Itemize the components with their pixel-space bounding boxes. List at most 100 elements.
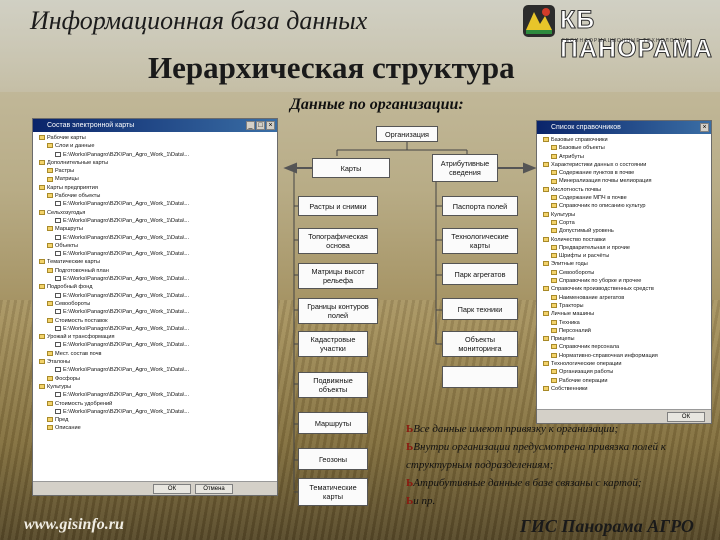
tree-item[interactable]: Объекты	[35, 242, 275, 250]
tree-item[interactable]: Тракторы	[539, 302, 709, 310]
checkbox-icon[interactable]	[55, 342, 61, 348]
tree-item[interactable]: Фосфоры	[35, 375, 275, 383]
tree-item[interactable]: E:\Works\Panagro\BZK\Pan_Agro_Work_1\Dat…	[35, 151, 275, 159]
tree-item[interactable]: Допустимый уровень	[539, 227, 709, 235]
checkbox-icon[interactable]	[55, 276, 61, 282]
tree-item[interactable]: Пред	[35, 416, 275, 424]
folder-icon[interactable]	[551, 244, 557, 250]
folder-icon[interactable]	[47, 317, 53, 323]
tree-item[interactable]: Содержание пунктов в почве	[539, 169, 709, 177]
cancel-button[interactable]: Отмена	[195, 484, 233, 494]
tree-item[interactable]: E:\Works\Panagro\BZK\Pan_Agro_Work_1\Dat…	[35, 391, 275, 399]
tree-item[interactable]: Характеристики данных о состоянии	[539, 161, 709, 169]
tree-item[interactable]: Рабочие операции	[539, 377, 709, 385]
maximize-button[interactable]: □	[256, 121, 265, 130]
checkbox-icon[interactable]	[55, 408, 61, 414]
tree-item[interactable]: Собственники	[539, 385, 709, 393]
folder-icon[interactable]	[47, 400, 53, 406]
tree-item[interactable]: Подготовочный план	[35, 267, 275, 275]
tree-item[interactable]: E:\Works\Panagro\BZK\Pan_Agro_Work_1\Dat…	[35, 275, 275, 283]
tree-item[interactable]: Нормативно-справочная информация	[539, 352, 709, 360]
tree-item[interactable]: Стоимость удобрений	[35, 400, 275, 408]
folder-icon[interactable]	[551, 203, 557, 209]
tree-item[interactable]: Минерализация почвы мелиорация	[539, 177, 709, 185]
folder-icon[interactable]	[39, 184, 45, 190]
tree-item[interactable]: Справочник по описанию культур	[539, 202, 709, 210]
tree-item[interactable]: Справочник персонала	[539, 343, 709, 351]
tree-item[interactable]: Культуры	[539, 211, 709, 219]
folder-icon[interactable]	[39, 259, 45, 265]
tree-item[interactable]: Атрибуты	[539, 153, 709, 161]
folder-icon[interactable]	[39, 159, 45, 165]
tree-item[interactable]: E:\Works\Panagro\BZK\Pan_Agro_Work_1\Dat…	[35, 250, 275, 258]
tree-item[interactable]: Техника	[539, 319, 709, 327]
tree-item[interactable]: Эталоны	[35, 358, 275, 366]
tree-item[interactable]: E:\Works\Panagro\BZK\Pan_Agro_Work_1\Dat…	[35, 200, 275, 208]
folder-icon[interactable]	[551, 219, 557, 225]
folder-icon[interactable]	[551, 302, 557, 308]
tree-item[interactable]: Личные машины	[539, 310, 709, 318]
folder-icon[interactable]	[47, 375, 53, 381]
folder-icon[interactable]	[47, 425, 53, 431]
folder-icon[interactable]	[39, 209, 45, 215]
tree-item[interactable]: Базовые объекты	[539, 144, 709, 152]
tree-item[interactable]: E:\Works\Panagro\BZK\Pan_Agro_Work_1\Dat…	[35, 341, 275, 349]
folder-icon[interactable]	[551, 377, 557, 383]
tree-item[interactable]: Кислотность почвы	[539, 186, 709, 194]
tree-item[interactable]: E:\Works\Panagro\BZK\Pan_Agro_Work_1\Dat…	[35, 408, 275, 416]
tree-item[interactable]: Предварительная и прочие	[539, 244, 709, 252]
tree-item[interactable]: Дополнительные карты	[35, 159, 275, 167]
folder-icon[interactable]	[543, 186, 549, 192]
ok-button[interactable]: ОК	[153, 484, 191, 494]
folder-icon[interactable]	[543, 385, 549, 391]
folder-icon[interactable]	[47, 300, 53, 306]
tree-item[interactable]: Рабочие объекты	[35, 192, 275, 200]
folder-icon[interactable]	[47, 226, 53, 232]
checkbox-icon[interactable]	[55, 251, 61, 257]
folder-icon[interactable]	[47, 193, 53, 199]
tree-item[interactable]: E:\Works\Panagro\BZK\Pan_Agro_Work_1\Dat…	[35, 217, 275, 225]
checkbox-icon[interactable]	[55, 292, 61, 298]
tree-item[interactable]: Рабочие карты	[35, 134, 275, 142]
tree-item[interactable]: Матрицы	[35, 175, 275, 183]
tree-item[interactable]: Севообороты	[35, 300, 275, 308]
tree-item[interactable]: E:\Works\Panagro\BZK\Pan_Agro_Work_1\Dat…	[35, 325, 275, 333]
tree-item[interactable]: Справочник по уборке и прочее	[539, 277, 709, 285]
tree-item[interactable]: Прицепы	[539, 335, 709, 343]
folder-icon[interactable]	[551, 369, 557, 375]
checkbox-icon[interactable]	[55, 392, 61, 398]
tree-item[interactable]: Тематические карты	[35, 258, 275, 266]
folder-icon[interactable]	[47, 350, 53, 356]
folder-icon[interactable]	[47, 176, 53, 182]
tree-item[interactable]: Севообороты	[539, 269, 709, 277]
folder-icon[interactable]	[551, 294, 557, 300]
folder-icon[interactable]	[551, 178, 557, 184]
checkbox-icon[interactable]	[55, 201, 61, 207]
checkbox-icon[interactable]	[55, 234, 61, 240]
close-button[interactable]: ×	[700, 123, 709, 132]
folder-icon[interactable]	[39, 135, 45, 141]
tree-item[interactable]: Описание	[35, 424, 275, 432]
folder-icon[interactable]	[551, 352, 557, 358]
tree-item[interactable]: Урожай и трансформация	[35, 333, 275, 341]
folder-icon[interactable]	[543, 336, 549, 342]
tree-item[interactable]: Стоимость поставок	[35, 317, 275, 325]
tree-item[interactable]: Элитные годы	[539, 260, 709, 268]
folder-icon[interactable]	[551, 153, 557, 159]
tree-item[interactable]: Организация работы	[539, 368, 709, 376]
folder-icon[interactable]	[47, 417, 53, 423]
tree-item[interactable]: Растры	[35, 167, 275, 175]
folder-icon[interactable]	[39, 334, 45, 340]
checkbox-icon[interactable]	[55, 217, 61, 223]
folder-icon[interactable]	[543, 236, 549, 242]
folder-icon[interactable]	[543, 311, 549, 317]
tree-item[interactable]: Подробный фонд	[35, 283, 275, 291]
tree-item[interactable]: Персоналий	[539, 327, 709, 335]
folder-icon[interactable]	[47, 143, 53, 149]
tree-item[interactable]: Базовые справочники	[539, 136, 709, 144]
tree-item[interactable]: E:\Works\Panagro\BZK\Pan_Agro_Work_1\Dat…	[35, 308, 275, 316]
minimize-button[interactable]: _	[246, 121, 255, 130]
folder-icon[interactable]	[543, 361, 549, 367]
folder-icon[interactable]	[543, 211, 549, 217]
